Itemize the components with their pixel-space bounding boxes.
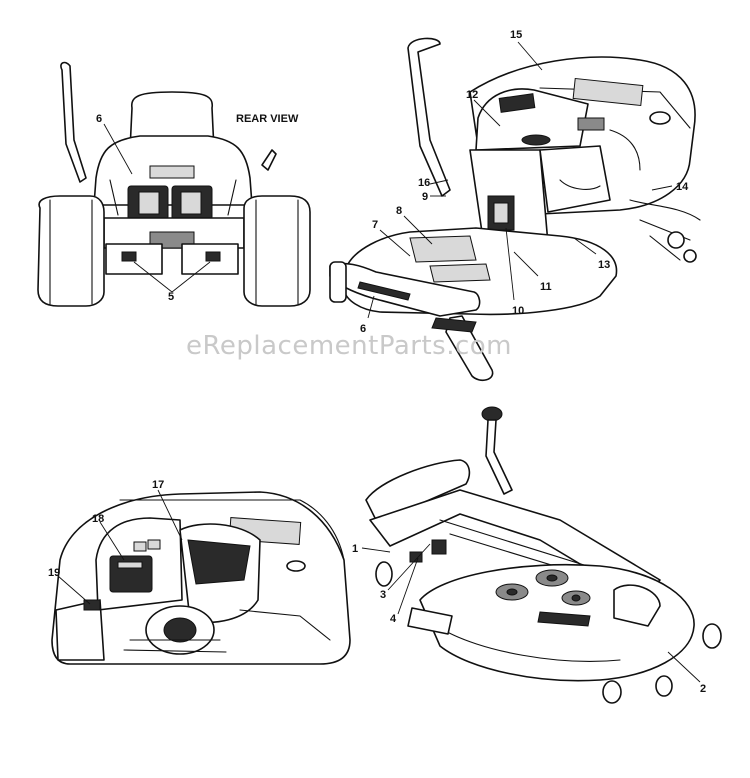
callout-19: 19 bbox=[48, 567, 60, 579]
callout-17: 17 bbox=[152, 479, 164, 491]
callout-11: 11 bbox=[540, 281, 552, 293]
callout-3: 3 bbox=[380, 589, 386, 601]
callout-12: 12 bbox=[466, 89, 478, 101]
callout-15: 15 bbox=[510, 29, 522, 41]
callout-rear-6: 6 bbox=[96, 113, 102, 125]
callout-7: 7 bbox=[372, 219, 378, 231]
callout-10: 10 bbox=[512, 305, 524, 317]
rear-view-illustration bbox=[37, 61, 311, 307]
callout-rear-5: 5 bbox=[168, 291, 174, 303]
callout-14: 14 bbox=[676, 181, 689, 193]
tractor-top-illustration bbox=[329, 37, 701, 382]
callout-9: 9 bbox=[422, 191, 428, 203]
callout-2: 2 bbox=[700, 683, 706, 695]
mower-deck-illustration bbox=[361, 406, 722, 704]
watermark-text: eReplacementParts.com bbox=[186, 331, 512, 361]
callout-18: 18 bbox=[92, 513, 104, 525]
rear-view-caption: REAR VIEW bbox=[236, 113, 299, 125]
callout-8: 8 bbox=[396, 205, 402, 217]
callout-16: 16 bbox=[418, 177, 430, 189]
callout-top-6: 6 bbox=[360, 323, 366, 335]
callout-13: 13 bbox=[598, 259, 610, 271]
dash-closeup-illustration bbox=[51, 489, 351, 665]
callout-1: 1 bbox=[352, 543, 358, 555]
callout-4: 4 bbox=[390, 613, 397, 625]
